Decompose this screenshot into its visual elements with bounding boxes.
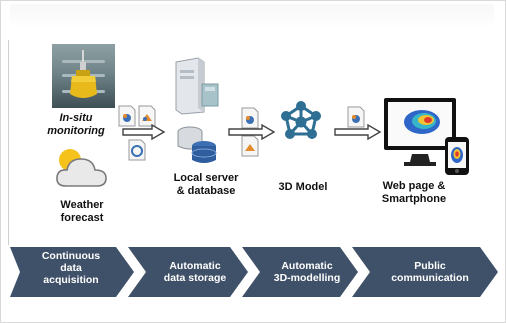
monitor-icon bbox=[384, 98, 456, 166]
database-icon bbox=[177, 126, 217, 163]
buoy-photo bbox=[52, 44, 115, 108]
stage-chevron-4 bbox=[352, 247, 498, 297]
molecule-icon bbox=[281, 101, 321, 139]
web-smartphone-label: Web page & Smartphone bbox=[381, 180, 447, 205]
left-divider bbox=[8, 40, 9, 245]
weather-forecast-label: Weather forecast bbox=[60, 199, 104, 224]
document-icon-group-acquisition bbox=[118, 105, 156, 161]
stage-label-communication: Public communication bbox=[391, 260, 469, 284]
insitu-monitoring-label: In-situ monitoring bbox=[47, 112, 105, 137]
arrow-right-icon bbox=[334, 124, 382, 140]
document-icon bbox=[241, 107, 259, 129]
stage-label-acquisition: Continuous data acquisition bbox=[41, 250, 101, 286]
stage-chevron-2 bbox=[128, 247, 248, 297]
cloud-sun-icon bbox=[56, 149, 107, 187]
server-icon bbox=[175, 57, 219, 115]
stage-chevron-bar bbox=[10, 247, 498, 297]
local-server-label: Local server & database bbox=[173, 172, 239, 197]
document-icon bbox=[241, 135, 259, 157]
stage-label-modelling: Automatic 3D-modelling bbox=[273, 260, 341, 284]
header-band bbox=[10, 4, 494, 28]
document-icon bbox=[128, 139, 146, 161]
arrow-right-icon bbox=[228, 124, 276, 140]
document-icon bbox=[347, 106, 365, 128]
document-icon bbox=[138, 105, 156, 127]
smartphone-icon bbox=[445, 137, 469, 175]
stage-label-storage: Automatic data storage bbox=[163, 260, 227, 284]
stage-chevron-1 bbox=[10, 247, 134, 297]
document-icon bbox=[118, 105, 136, 127]
stage-chevron-3 bbox=[242, 247, 358, 297]
document-icon-group-storage bbox=[241, 107, 259, 157]
3d-model-label: 3D Model bbox=[278, 181, 328, 193]
arrow-right-icon bbox=[122, 124, 166, 140]
